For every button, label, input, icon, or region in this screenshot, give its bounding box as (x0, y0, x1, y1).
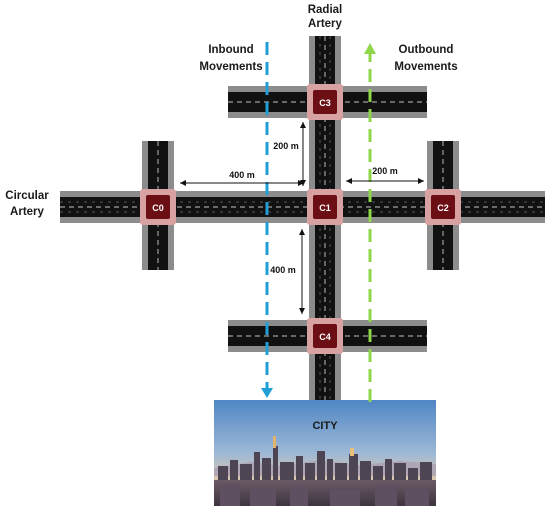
radial-artery-label-line1: Radial (308, 4, 343, 16)
outbound-label-line2: Movements (394, 61, 457, 73)
distance-c3-c1-label: 200 m (273, 141, 299, 151)
distance-c0-c1: 400 m (180, 170, 304, 186)
outbound-movement-arrow (364, 43, 376, 402)
city-image: CITY (214, 400, 436, 506)
distance-c0-c1-label: 400 m (229, 170, 255, 180)
intersection-c0-label: C0 (152, 203, 164, 213)
distance-c1-c4: 400 m (270, 229, 305, 314)
intersection-c1-label: C1 (319, 203, 331, 213)
inbound-label-line1: Inbound (208, 44, 253, 56)
intersection-c4: C4 (307, 318, 343, 354)
distance-c1-c2-label: 200 m (372, 166, 398, 176)
intersection-c1: C1 (307, 189, 343, 225)
intersection-c2-label: C2 (437, 203, 449, 213)
circular-artery-label-line1: Circular (5, 190, 49, 202)
inbound-movement-arrow (261, 42, 273, 398)
city-label: CITY (312, 420, 338, 432)
distance-c1-c4-label: 400 m (270, 265, 296, 275)
intersection-c3: C3 (307, 84, 343, 120)
outbound-label-line1: Outbound (399, 44, 454, 56)
inbound-label-line2: Movements (199, 61, 262, 73)
intersection-c4-label: C4 (319, 332, 331, 342)
distance-c1-c2: 200 m (346, 166, 424, 184)
circular-artery-road (60, 191, 545, 223)
circular-artery-label-line2: Artery (10, 206, 44, 218)
intersection-c3-label: C3 (319, 98, 331, 108)
intersection-c0: C0 (140, 189, 176, 225)
intersection-c2: C2 (425, 189, 461, 225)
radial-artery-label-line2: Artery (308, 18, 342, 30)
distance-c3-c1: 200 m (273, 122, 306, 186)
